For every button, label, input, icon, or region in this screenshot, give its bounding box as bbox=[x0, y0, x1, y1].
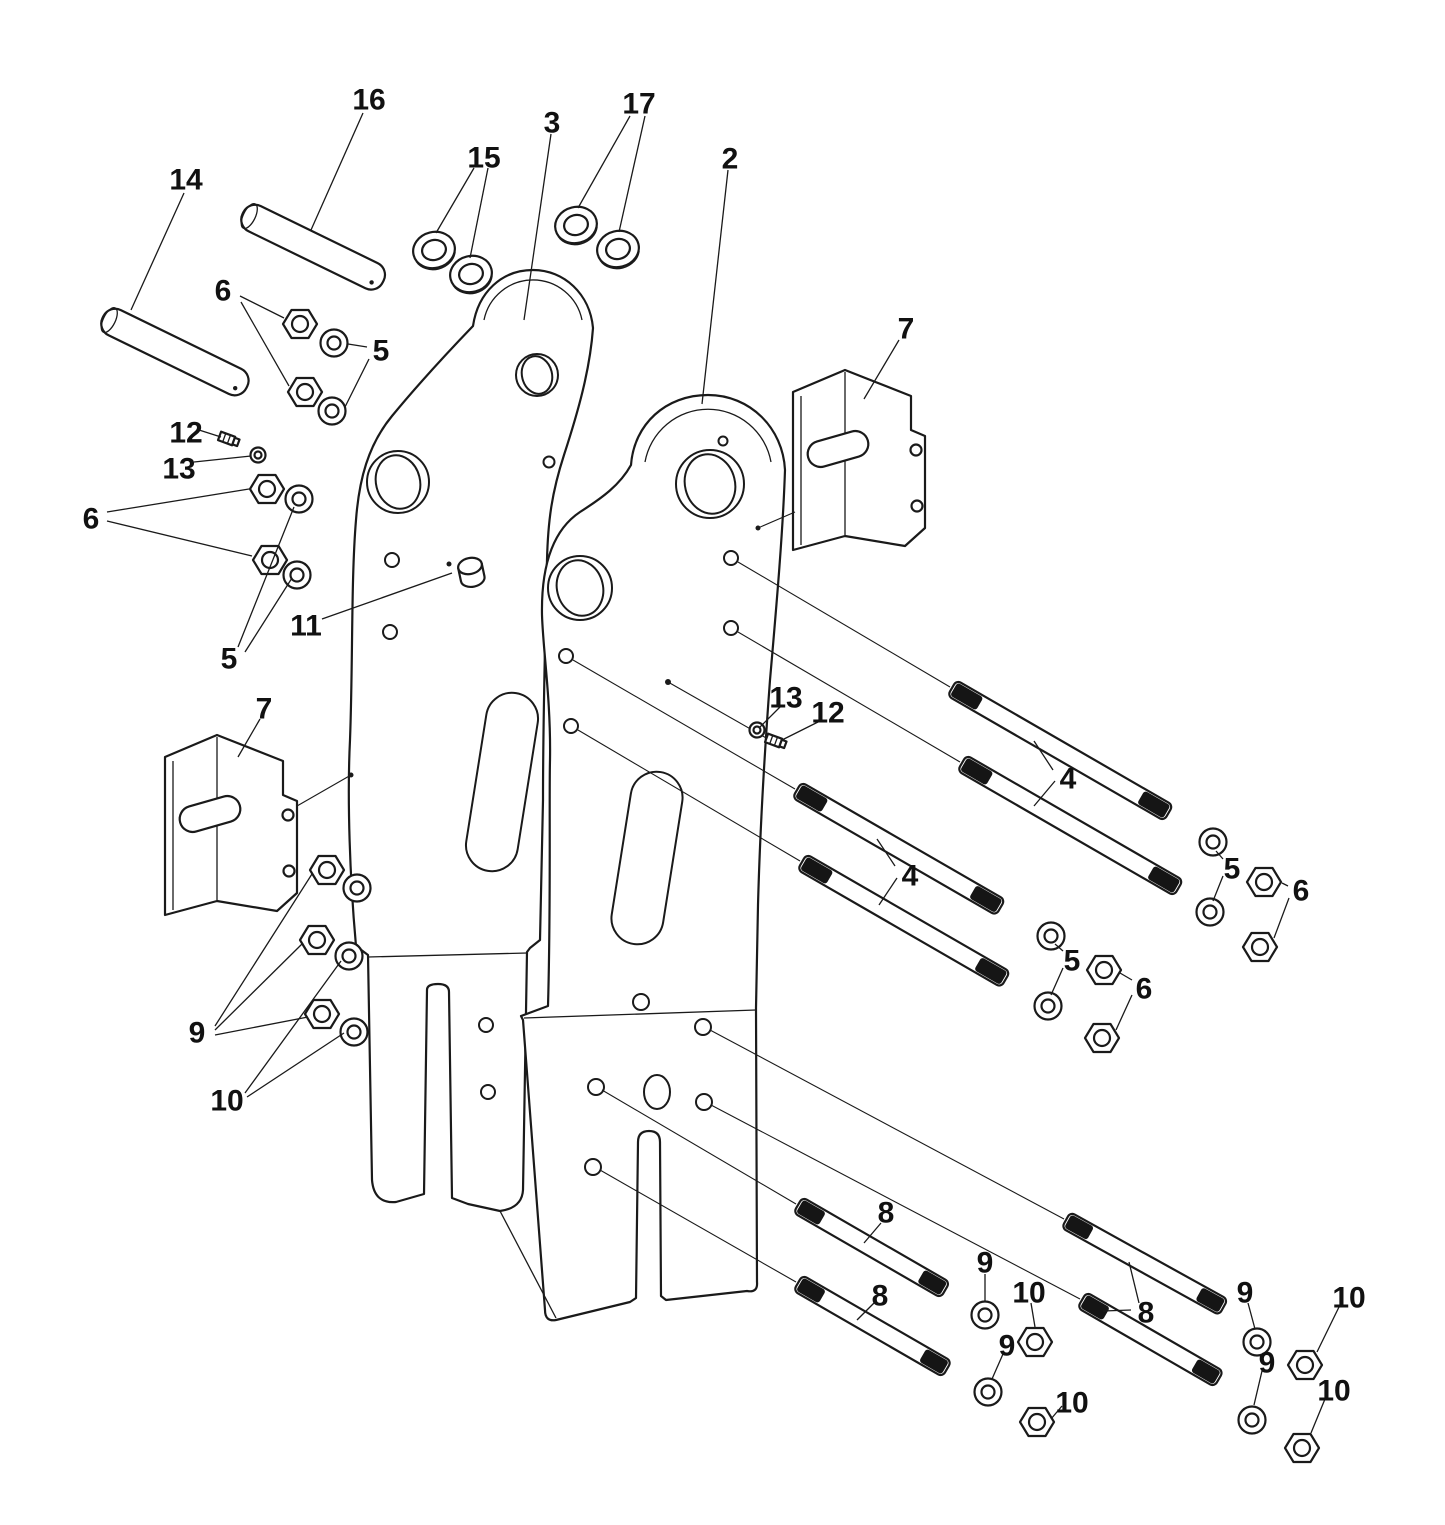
part-label-5-d: 5 bbox=[1064, 945, 1081, 978]
part-label-8-c: 8 bbox=[1138, 1297, 1155, 1330]
callout-labels: 16 14 15 3 17 2 6 5 12 13 6 11 5 7 7 13 … bbox=[83, 84, 1366, 1420]
washer-5-e bbox=[1198, 827, 1228, 857]
washer-5-a bbox=[319, 328, 349, 358]
stud-8-d bbox=[1078, 1292, 1223, 1387]
part-label-14: 14 bbox=[169, 164, 203, 197]
stud-4-d bbox=[798, 854, 1010, 987]
washer-13-a bbox=[249, 446, 267, 464]
part-label-9-d: 9 bbox=[1237, 1277, 1254, 1310]
part-label-6-a: 6 bbox=[215, 275, 232, 308]
plate-3 bbox=[347, 268, 595, 1213]
part-label-7-b: 7 bbox=[256, 693, 273, 726]
nut-6-b bbox=[286, 376, 324, 408]
nut-10-b bbox=[1018, 1406, 1056, 1438]
washer-5-b bbox=[317, 396, 347, 426]
part-label-7-a: 7 bbox=[898, 313, 915, 346]
pin-14 bbox=[100, 307, 250, 397]
part-label-10-c: 10 bbox=[1055, 1387, 1088, 1420]
part-label-8-b: 8 bbox=[872, 1280, 889, 1313]
part-label-12-b: 12 bbox=[811, 697, 844, 730]
part-label-6-b: 6 bbox=[83, 503, 100, 536]
washer-5-h bbox=[1033, 991, 1063, 1021]
nut-6-e bbox=[1245, 866, 1283, 898]
stud-8-a bbox=[794, 1197, 949, 1298]
stud-8-c bbox=[1062, 1212, 1228, 1315]
nut-6-d bbox=[251, 544, 289, 576]
washer-9-b bbox=[973, 1377, 1003, 1407]
washer-5-f bbox=[1195, 897, 1225, 927]
part-label-9-e: 9 bbox=[1259, 1347, 1276, 1380]
reference-dots bbox=[348, 525, 761, 778]
part-label-3: 3 bbox=[544, 107, 561, 140]
stud-4-b bbox=[958, 755, 1183, 896]
stud-4-a bbox=[948, 680, 1173, 821]
part-label-2: 2 bbox=[722, 143, 739, 176]
washer-9-d bbox=[1237, 1405, 1267, 1435]
flat-washer bbox=[334, 941, 364, 971]
leader-lines bbox=[106, 112, 1340, 1434]
part-label-10-a: 10 bbox=[210, 1085, 243, 1118]
part-label-4-a: 4 bbox=[1060, 763, 1077, 796]
washer-9-a bbox=[970, 1300, 1000, 1330]
bracket-7-left bbox=[163, 733, 299, 917]
nut-10-a bbox=[1016, 1326, 1054, 1358]
assembly-axis-lines bbox=[296, 511, 1081, 1300]
flat-washer bbox=[339, 1017, 369, 1047]
hex-nut bbox=[308, 854, 346, 886]
flat-washer bbox=[342, 873, 372, 903]
part-label-8-a: 8 bbox=[878, 1197, 895, 1230]
nut-6-g bbox=[1085, 954, 1123, 986]
bracket-7-right bbox=[791, 368, 927, 552]
stud-4-c bbox=[793, 782, 1005, 915]
part-label-16: 16 bbox=[352, 84, 385, 117]
nut-10-d bbox=[1283, 1432, 1321, 1464]
part-label-4-b: 4 bbox=[902, 860, 919, 893]
channel-web-line bbox=[499, 1210, 557, 1319]
part-label-5-c: 5 bbox=[1224, 853, 1241, 886]
plate-2 bbox=[519, 393, 787, 1322]
part-label-5-a: 5 bbox=[373, 335, 390, 368]
washer-5-g bbox=[1036, 921, 1066, 951]
part-label-13-b: 13 bbox=[769, 682, 802, 715]
part-label-13-a: 13 bbox=[162, 453, 195, 486]
nut-6-f bbox=[1241, 931, 1279, 963]
hex-nut bbox=[298, 924, 336, 956]
pin-16 bbox=[240, 203, 387, 291]
nut-6-a bbox=[281, 308, 319, 340]
part-label-5-b: 5 bbox=[221, 643, 238, 676]
nut-6-h bbox=[1083, 1022, 1121, 1054]
part-label-11: 11 bbox=[290, 610, 322, 643]
spacer-11 bbox=[457, 556, 486, 588]
part-label-6-d: 6 bbox=[1136, 973, 1153, 1006]
part-label-15: 15 bbox=[467, 142, 500, 175]
part-label-10-e: 10 bbox=[1317, 1375, 1350, 1408]
part-label-9-a: 9 bbox=[189, 1017, 206, 1050]
stud-8-b bbox=[794, 1275, 951, 1377]
part-label-6-c: 6 bbox=[1293, 875, 1310, 908]
washer-5-c bbox=[284, 484, 314, 514]
part-label-17: 17 bbox=[622, 88, 655, 121]
nut-6-c bbox=[248, 473, 286, 505]
part-label-10-d: 10 bbox=[1332, 1282, 1365, 1315]
part-label-9-c: 9 bbox=[999, 1330, 1016, 1363]
part-label-10-b: 10 bbox=[1012, 1277, 1045, 1310]
part-label-9-b: 9 bbox=[977, 1247, 994, 1280]
part-label-12-a: 12 bbox=[169, 417, 202, 450]
